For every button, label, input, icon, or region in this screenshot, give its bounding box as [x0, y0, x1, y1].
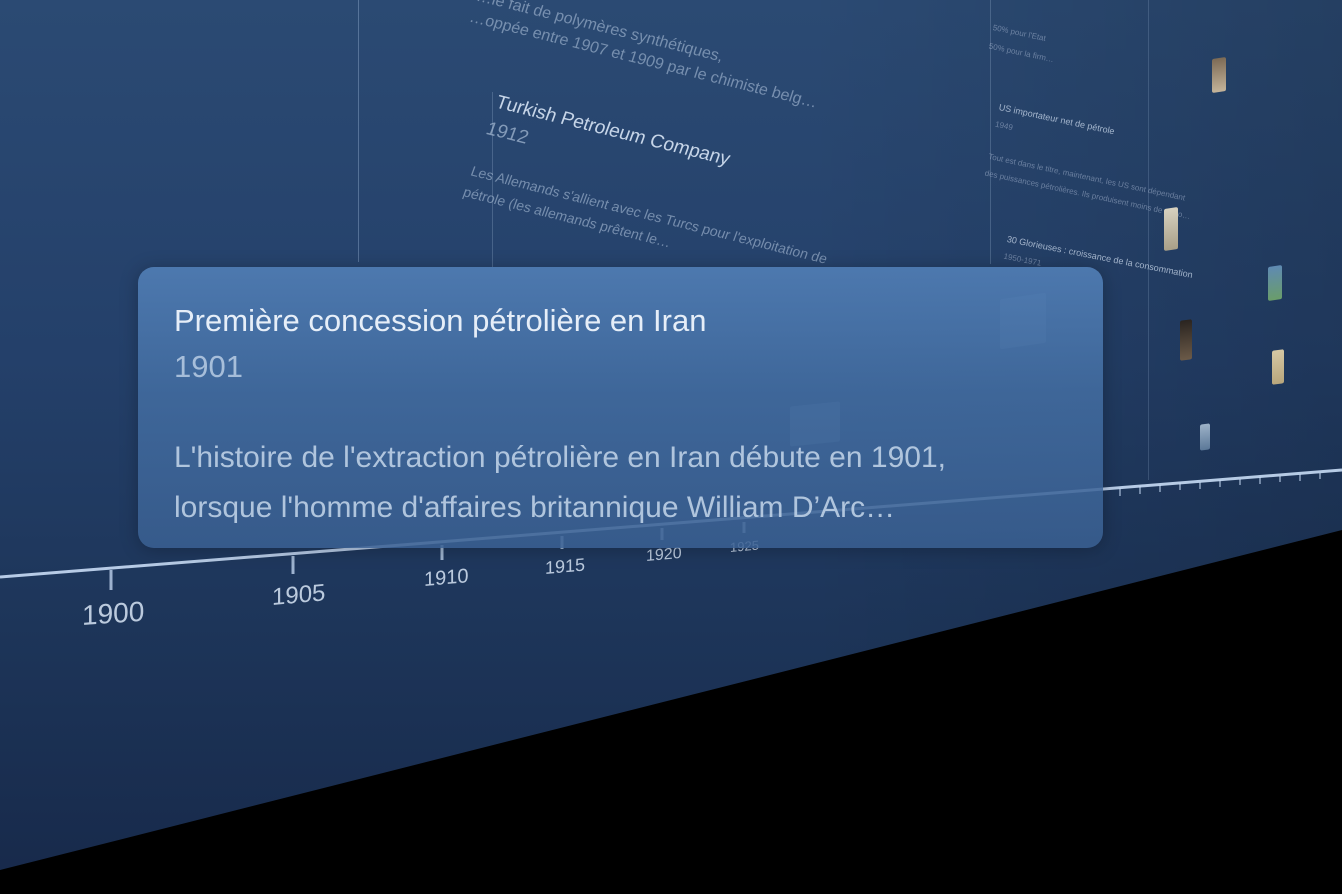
- popup-description: L'histoire de l'extraction pétrolière en…: [174, 433, 1084, 533]
- event-thumbnail[interactable]: [1164, 207, 1178, 251]
- era-divider-line: [358, 0, 359, 262]
- event-thumbnail[interactable]: [1212, 57, 1226, 93]
- axis-tick-label: 1900: [82, 595, 145, 631]
- event-thumbnail[interactable]: [1268, 265, 1282, 301]
- popup-title: Première concession pétrolière en Iran: [174, 303, 707, 338]
- popup-description-line: lorsque l'homme d'affaires britannique W…: [174, 491, 896, 524]
- event-connector-line: [492, 92, 493, 267]
- axis-tick-label: 1905: [272, 579, 326, 611]
- axis-tick-label: 1920: [646, 544, 682, 565]
- popup-description-line: L'histoire de l'extraction pétrolière en…: [174, 441, 946, 474]
- axis-tick-label: 1910: [424, 565, 469, 591]
- event-detail-popup[interactable]: Première concession pétrolière en Iran 1…: [138, 267, 1103, 548]
- event-thumbnail[interactable]: [1272, 349, 1284, 385]
- event-thumbnail[interactable]: [1200, 423, 1210, 451]
- event-thumbnail[interactable]: [1180, 319, 1192, 361]
- axis-tick-label: 1915: [545, 554, 586, 578]
- era-divider-line: [1148, 0, 1149, 480]
- popup-year: 1901: [174, 349, 243, 384]
- era-divider-line: [990, 0, 991, 264]
